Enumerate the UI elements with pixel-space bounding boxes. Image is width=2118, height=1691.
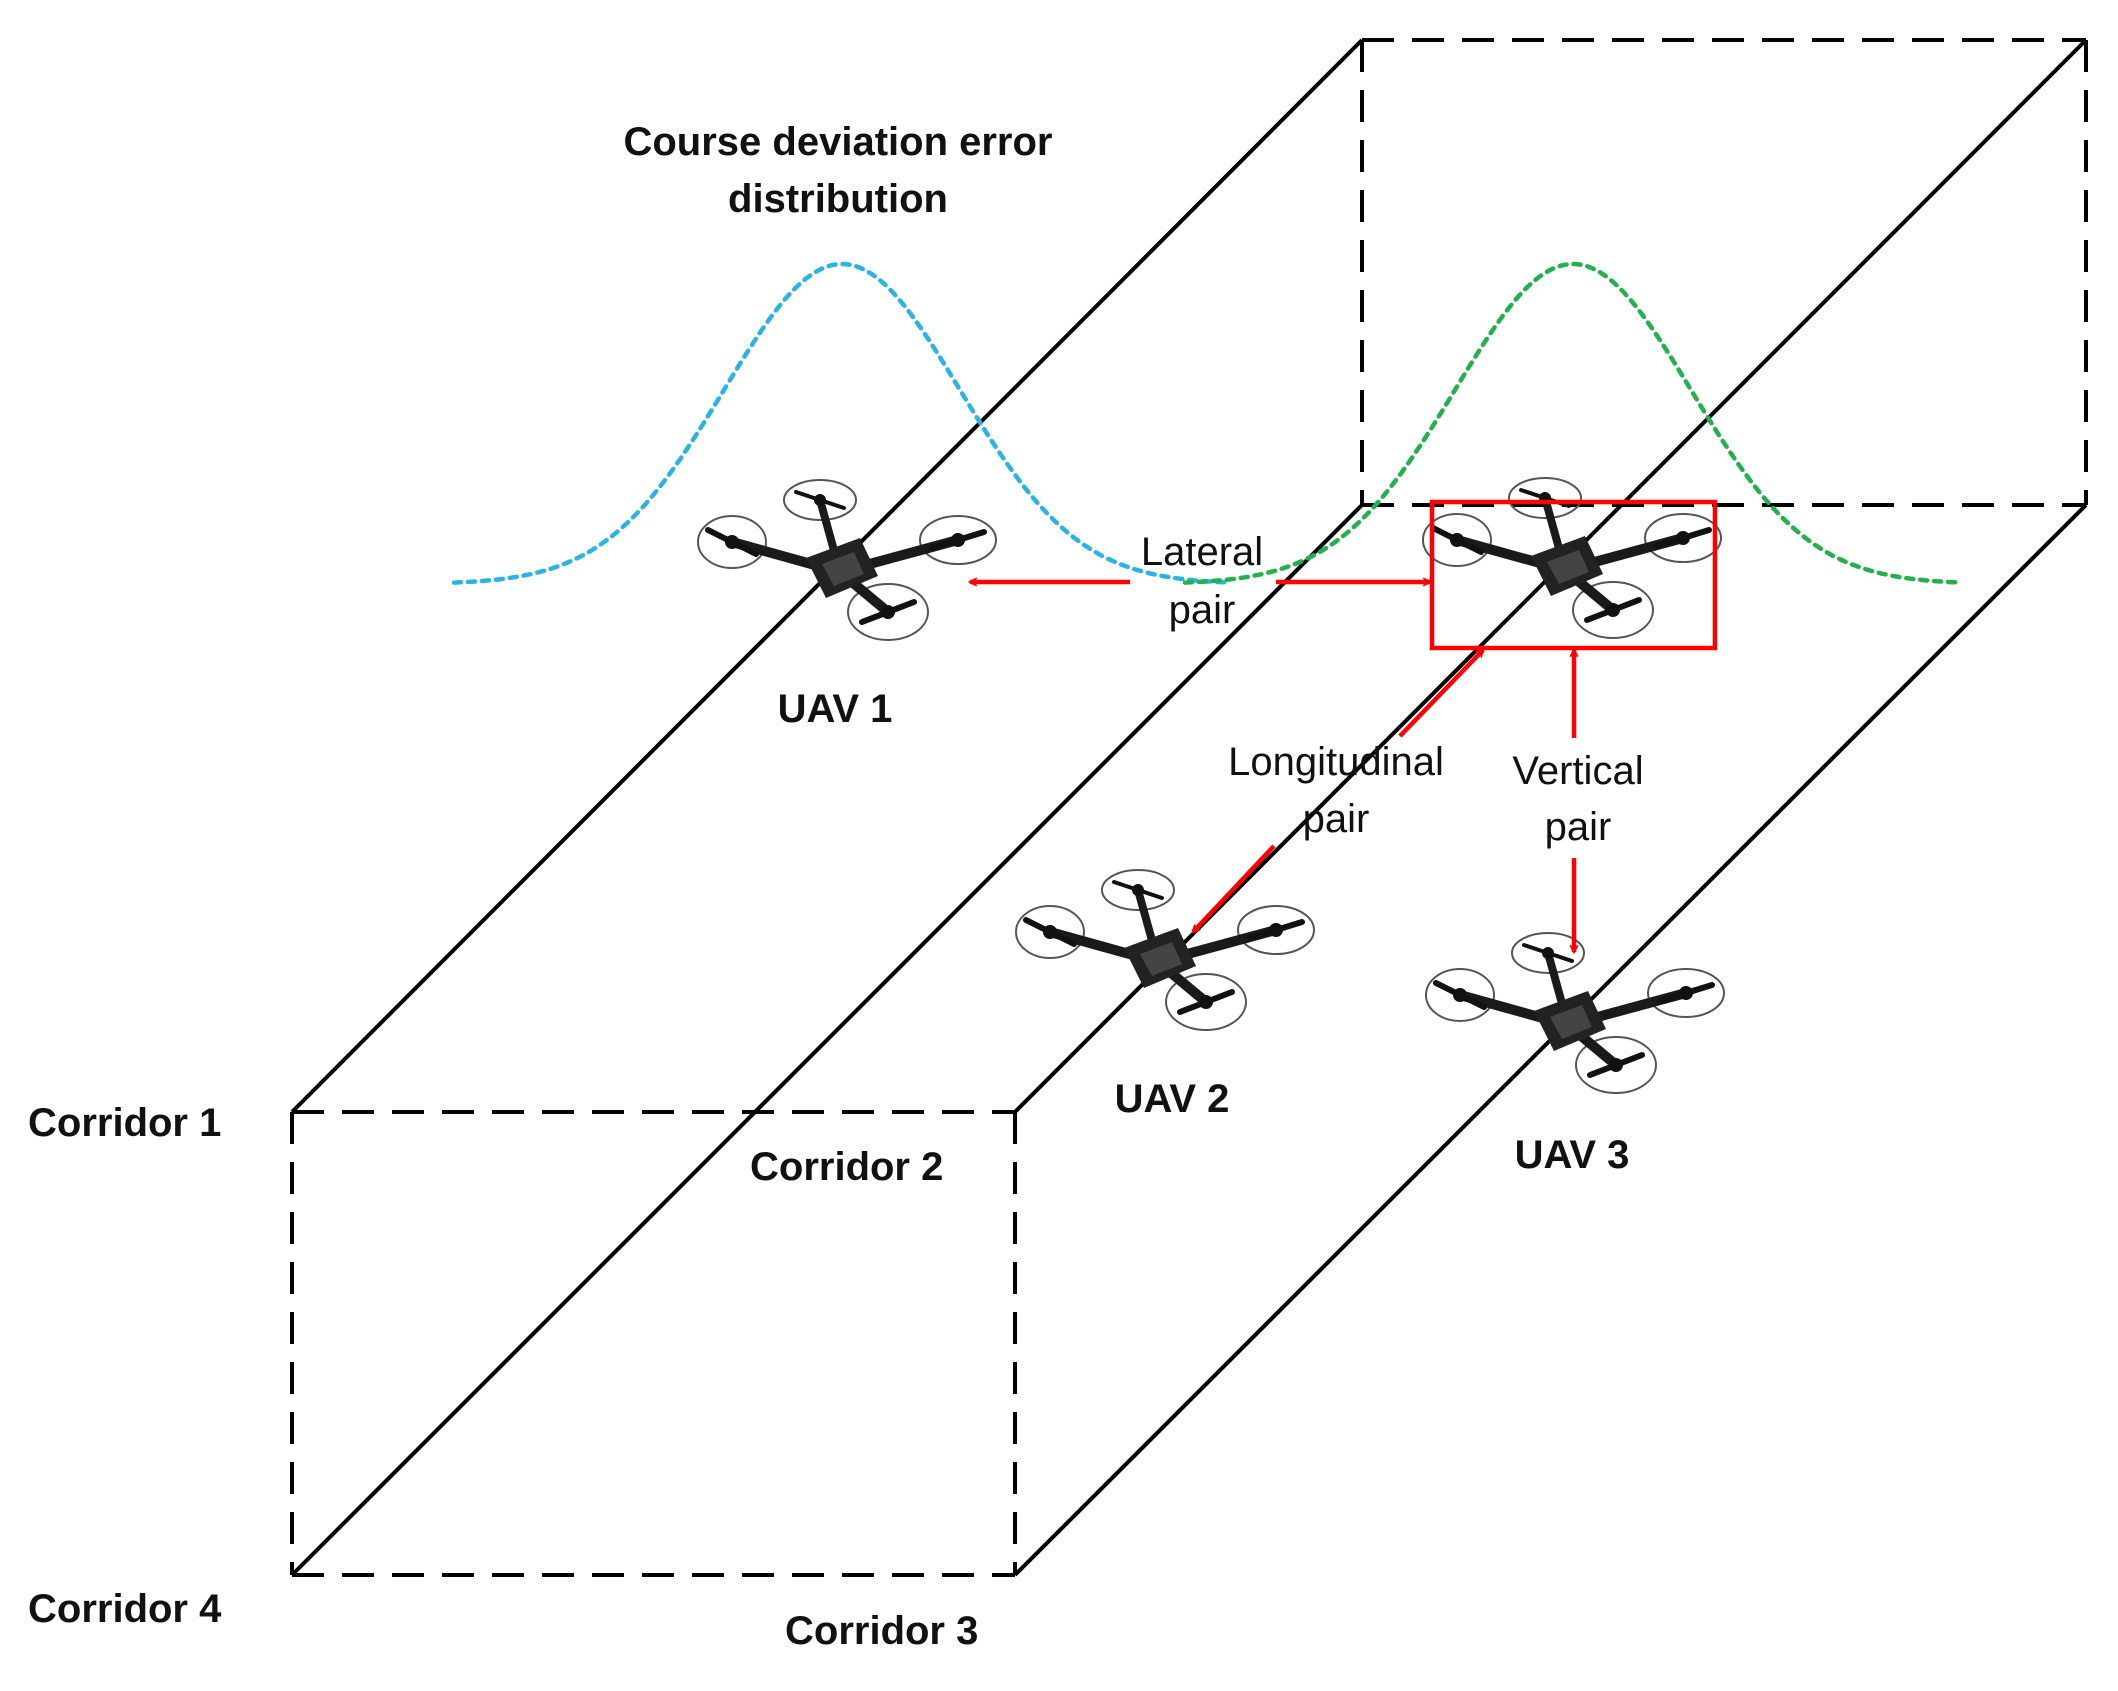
- title-line-1: Course deviation error: [623, 120, 1052, 164]
- vertical-pair-label-1: Vertical: [1512, 749, 1643, 793]
- longitudinal-pair-label-2: pair: [1303, 797, 1370, 841]
- front-face-dashed: [290, 1110, 1017, 1577]
- uav-3-label: UAV 3: [1515, 1133, 1630, 1177]
- corridor-3-label: Corridor 3: [785, 1609, 978, 1653]
- uav-2-label: UAV 2: [1115, 1077, 1230, 1121]
- corridor-1-label: Corridor 1: [28, 1101, 221, 1145]
- longitudinal-pair-label-1: Longitudinal: [1228, 740, 1444, 784]
- back-face-dashed: [1360, 38, 2088, 507]
- uav-1-drone-icon: [698, 480, 996, 640]
- longitudinal-arrow-lower: [1193, 844, 1276, 932]
- corridor-box: [290, 38, 2088, 1577]
- distribution-curve-left: [451, 261, 1231, 585]
- corridor-edges: [290, 38, 2088, 1577]
- corridor-4-label: Corridor 4: [28, 1587, 222, 1631]
- reference-uav-box: [1429, 499, 1718, 651]
- vertical-pair-label-2: pair: [1545, 805, 1612, 849]
- longitudinal-arrow-upper: [1398, 650, 1483, 738]
- title-line-2: distribution: [728, 177, 948, 221]
- uav-3-drone-icon: [1426, 933, 1724, 1093]
- distribution-curve-right: [1182, 261, 1962, 585]
- uav-2-drone-icon: [1016, 870, 1314, 1030]
- lateral-pair-label-2: pair: [1169, 588, 1236, 632]
- lateral-pair-label-1: Lateral: [1141, 530, 1263, 574]
- pair-annotations: [970, 499, 1718, 952]
- uav-1-label: UAV 1: [778, 687, 893, 731]
- corridor-2-label: Corridor 2: [750, 1145, 943, 1189]
